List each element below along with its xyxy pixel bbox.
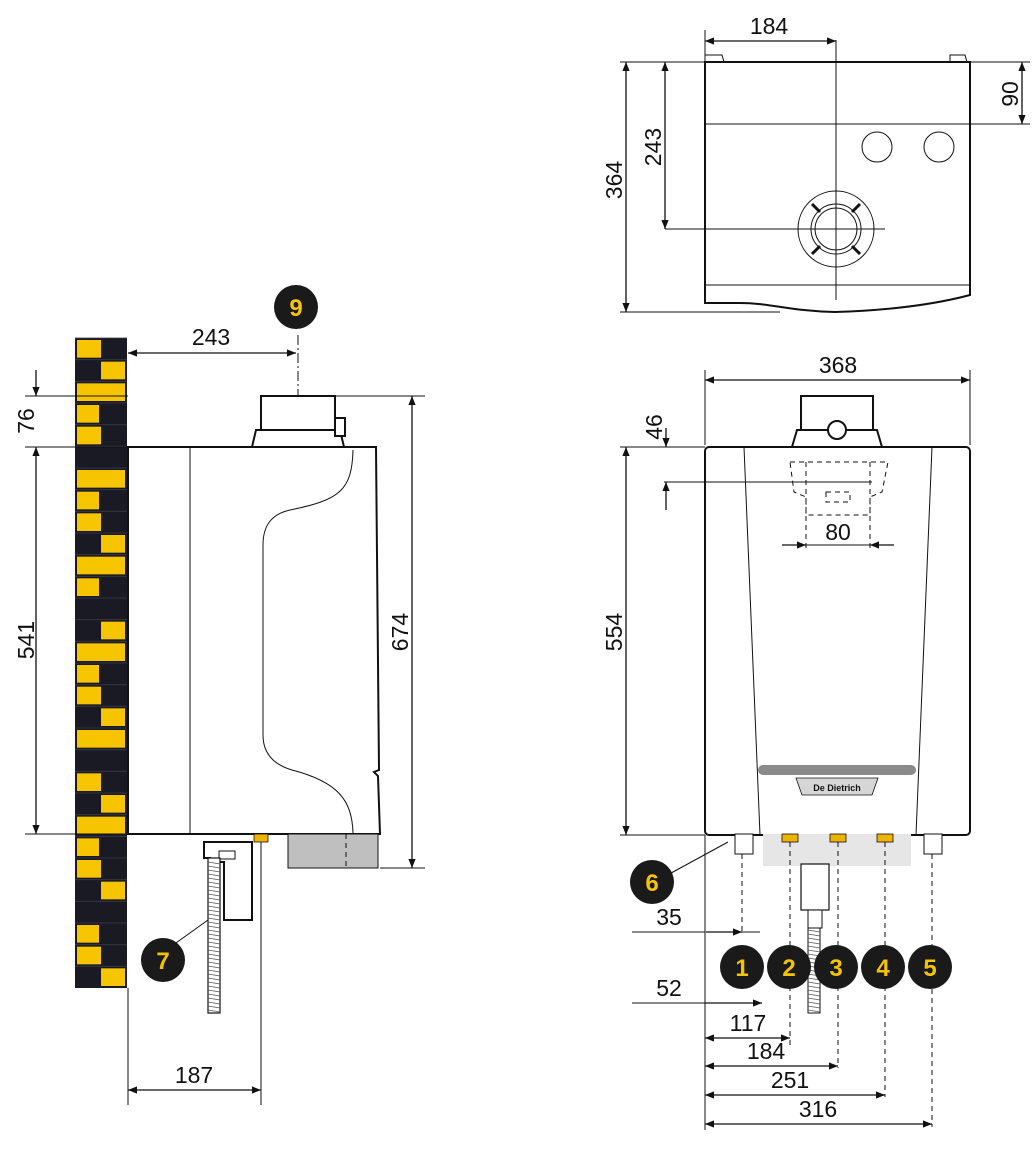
side-dim-541: 541 bbox=[13, 621, 39, 659]
side-connection bbox=[253, 833, 269, 843]
front-dim-251: 251 bbox=[771, 1067, 809, 1093]
front-dim-35: 35 bbox=[656, 904, 682, 930]
front-handle bbox=[758, 765, 916, 775]
side-dim-674: 674 bbox=[387, 613, 413, 652]
wall bbox=[75, 337, 127, 988]
callout-7: 7 bbox=[141, 938, 185, 982]
side-view: 243 76 541 674 187 9 7 bbox=[13, 285, 425, 1105]
mounting-bracket bbox=[203, 841, 253, 1014]
svg-text:7: 7 bbox=[156, 948, 169, 975]
callout-5: 5 bbox=[908, 945, 952, 989]
flue-ring-slots bbox=[810, 202, 862, 256]
boiler-side-body bbox=[127, 446, 382, 835]
callout-3: 3 bbox=[814, 945, 858, 989]
svg-text:9: 9 bbox=[289, 295, 302, 322]
svg-text:2: 2 bbox=[782, 955, 795, 982]
front-dim-80: 80 bbox=[825, 519, 851, 545]
svg-text:3: 3 bbox=[829, 955, 842, 982]
wall-bricks bbox=[75, 337, 127, 986]
front-view: De Dietrich 368 46 bbox=[601, 352, 971, 1130]
svg-text:5: 5 bbox=[923, 955, 936, 982]
top-dim-184: 184 bbox=[750, 13, 789, 39]
callout-2: 2 bbox=[767, 945, 811, 989]
top-dim-90: 90 bbox=[997, 81, 1023, 107]
callout-6: 6 bbox=[630, 860, 674, 904]
front-dim-184: 184 bbox=[747, 1038, 786, 1064]
svg-text:1: 1 bbox=[735, 955, 748, 982]
svg-text:4: 4 bbox=[876, 955, 890, 982]
front-dim-368: 368 bbox=[819, 352, 857, 378]
callout-4: 4 bbox=[861, 945, 905, 989]
callout-1: 1 bbox=[720, 945, 764, 989]
svg-text:6: 6 bbox=[645, 870, 658, 897]
side-dim-243: 243 bbox=[192, 324, 230, 350]
flue-pipe bbox=[250, 395, 346, 448]
front-dim-52: 52 bbox=[656, 975, 682, 1001]
top-view: 184 364 243 90 bbox=[601, 13, 1030, 314]
top-dim-243: 243 bbox=[640, 128, 666, 166]
brand-label: De Dietrich bbox=[813, 783, 861, 793]
front-dim-46: 46 bbox=[641, 414, 667, 440]
top-dim-364: 364 bbox=[601, 161, 627, 200]
front-dim-554: 554 bbox=[601, 613, 627, 652]
callout-9: 9 bbox=[274, 285, 318, 329]
boiler-front-body bbox=[704, 446, 971, 836]
front-dim-117: 117 bbox=[730, 1010, 767, 1036]
side-dim-187: 187 bbox=[175, 1062, 213, 1088]
side-dim-76: 76 bbox=[13, 408, 39, 434]
front-dim-316: 316 bbox=[799, 1096, 837, 1122]
condensate-box bbox=[287, 833, 379, 869]
